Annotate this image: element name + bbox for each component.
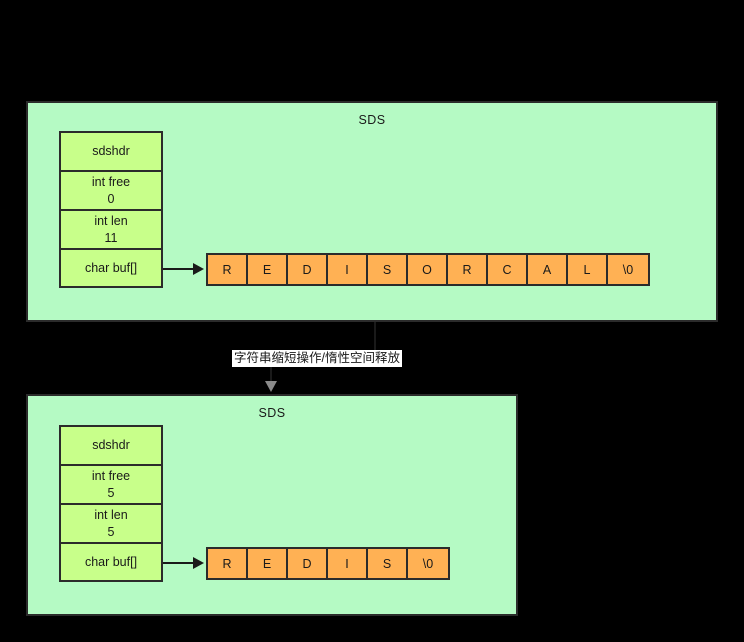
struct-row-len: int len 11 [61, 211, 161, 250]
buf-pointer-line-before [163, 268, 195, 270]
transition-label: 字符串缩短操作/惰性空间释放 [232, 350, 402, 367]
transition-arrowhead [265, 381, 277, 392]
struct-row-len: int len 5 [61, 505, 161, 544]
free-field-label: int free [91, 468, 131, 483]
buffer-cell: R [448, 255, 488, 284]
buffer-cell: \0 [608, 255, 648, 284]
buffer-cell: E [248, 255, 288, 284]
len-field-value: 11 [104, 230, 118, 245]
transition-line-vertical-top [374, 322, 376, 358]
buffer-cell: O [408, 255, 448, 284]
transition-line-vertical-bottom [270, 357, 272, 383]
buffer-cell: D [288, 255, 328, 284]
free-field-value: 0 [107, 191, 115, 206]
struct-row-name: sdshdr [61, 427, 161, 466]
sdshdr-struct-after: sdshdr int free 5 int len 5 char buf[] [59, 425, 163, 582]
char-buffer-before: R E D I S O R C A L \0 [206, 253, 650, 286]
struct-row-buf: char buf[] [61, 250, 161, 286]
buffer-cell: A [528, 255, 568, 284]
struct-name-label: sdshdr [92, 144, 130, 159]
buffer-cell: R [208, 255, 248, 284]
buf-pointer-arrowhead-before [193, 263, 204, 275]
len-field-value: 5 [107, 524, 115, 539]
buffer-cell: D [288, 549, 328, 578]
len-field-label: int len [94, 213, 128, 228]
buffer-cell: S [368, 255, 408, 284]
len-field-label: int len [94, 507, 128, 522]
buffer-cell: I [328, 549, 368, 578]
char-buffer-after: R E D I S \0 [206, 547, 450, 580]
buffer-cell: R [208, 549, 248, 578]
sdshdr-struct-before: sdshdr int free 0 int len 11 char buf[] [59, 131, 163, 288]
buffer-cell: L [568, 255, 608, 284]
sds-title-after: SDS [258, 406, 286, 420]
buffer-cell: E [248, 549, 288, 578]
buffer-cell: S [368, 549, 408, 578]
struct-row-free: int free 0 [61, 172, 161, 211]
buf-pointer-label: char buf[] [84, 260, 138, 275]
sds-title-before: SDS [358, 113, 386, 127]
struct-row-name: sdshdr [61, 133, 161, 172]
struct-name-label: sdshdr [92, 438, 130, 453]
free-field-value: 5 [107, 485, 115, 500]
buf-pointer-line-after [163, 562, 195, 564]
buffer-cell: C [488, 255, 528, 284]
buf-pointer-label: char buf[] [84, 554, 138, 569]
free-field-label: int free [91, 174, 131, 189]
buffer-cell: I [328, 255, 368, 284]
buf-pointer-arrowhead-after [193, 557, 204, 569]
buffer-cell: \0 [408, 549, 448, 578]
struct-row-buf: char buf[] [61, 544, 161, 580]
struct-row-free: int free 5 [61, 466, 161, 505]
